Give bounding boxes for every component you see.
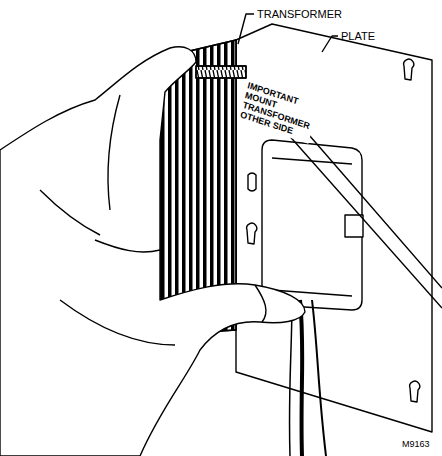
mounting-plate [236, 24, 432, 432]
keyhole-slot [410, 381, 420, 402]
transformer-housing [262, 140, 362, 310]
leader-line [322, 36, 338, 52]
figure-number: M9163 [402, 440, 430, 450]
part-name: TRANSFORMER [257, 8, 342, 20]
lead-wire [300, 300, 302, 456]
screwdriver [286, 120, 442, 308]
threaded-stud [196, 66, 246, 78]
slot [248, 173, 256, 191]
part-name: PLATE [341, 30, 375, 42]
leader-line [238, 14, 254, 44]
keyhole-slot [404, 59, 414, 80]
keyhole-slot [247, 223, 257, 244]
